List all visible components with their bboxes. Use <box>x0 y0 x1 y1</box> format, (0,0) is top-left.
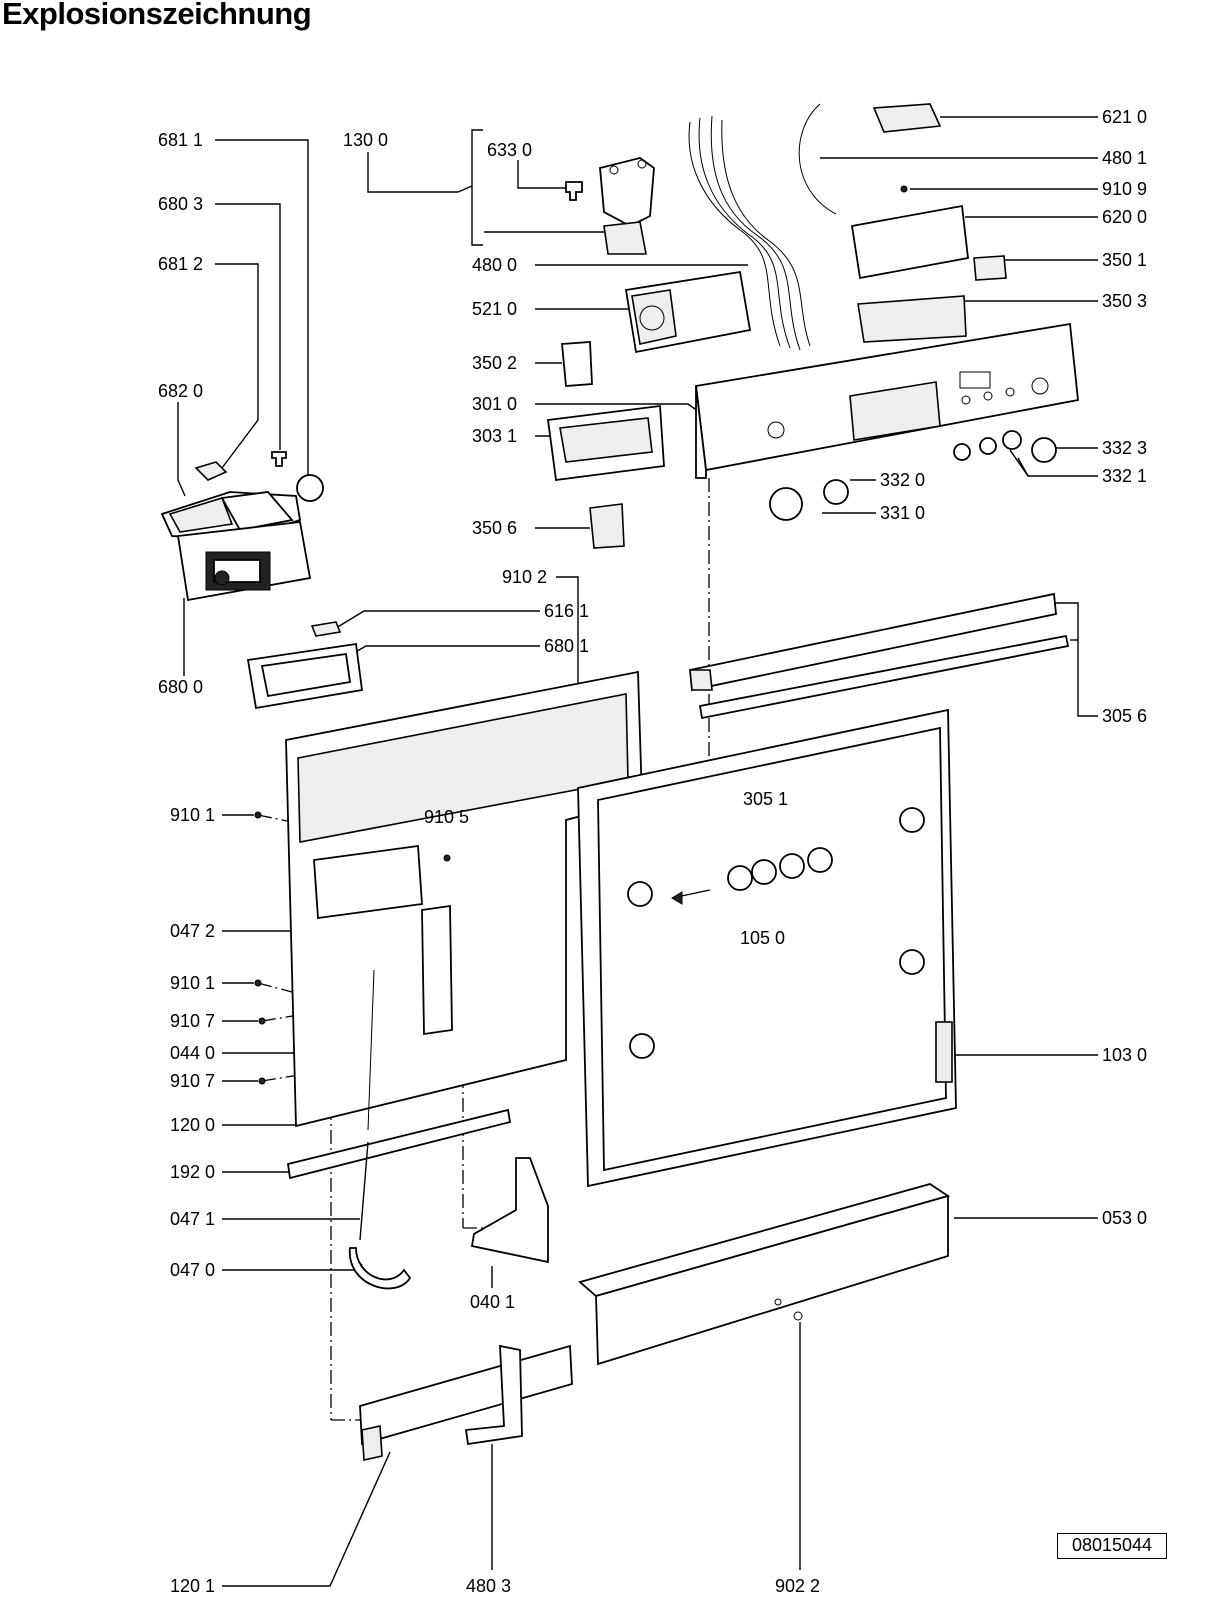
part-521-0-board <box>624 270 752 354</box>
label-350-6: 350 6 <box>472 518 517 538</box>
label-480-1: 480 1 <box>1102 148 1147 168</box>
label-681-2: 681 2 <box>158 254 203 274</box>
part-331-0-knob <box>769 487 803 521</box>
part-053-0-kickplate <box>578 1183 951 1366</box>
part-047-0-hinge <box>349 1247 412 1290</box>
label-332-0: 332 0 <box>880 470 925 490</box>
part-350-3 <box>857 295 967 343</box>
label-192-0: 192 0 <box>170 1162 215 1182</box>
part-305-6-rails <box>689 592 1070 720</box>
label-047-1: 047 1 <box>170 1209 215 1229</box>
part-332-1-knob-b <box>979 437 997 455</box>
label-332-3: 332 3 <box>1102 438 1147 458</box>
part-130-0-lock <box>599 157 655 255</box>
part-680-0-dispenser <box>160 491 312 602</box>
part-910-1-screw-b <box>254 979 262 987</box>
part-480-3-bracket <box>464 1344 523 1446</box>
label-910-1-b: 910 1 <box>170 973 215 993</box>
label-910-9: 910 9 <box>1102 179 1147 199</box>
label-350-1: 350 1 <box>1102 250 1147 270</box>
label-350-2: 350 2 <box>472 353 517 373</box>
label-120-1: 120 1 <box>170 1576 215 1596</box>
label-105-0: 105 0 <box>740 928 785 948</box>
label-103-0: 103 0 <box>1102 1045 1147 1065</box>
part-labels: 681 1 130 0 633 0 680 3 681 2 480 0 521 … <box>158 107 1147 1596</box>
part-044-0-spring <box>367 969 375 1131</box>
part-103-0-outer-door <box>577 708 957 1188</box>
part-680-3-clip <box>271 451 287 467</box>
label-047-0: 047 0 <box>170 1260 215 1280</box>
document-number: 08015044 <box>1057 1533 1167 1559</box>
label-480-0: 480 0 <box>472 255 517 275</box>
label-301-0: 301 0 <box>472 394 517 414</box>
label-680-3: 680 3 <box>158 194 203 214</box>
part-680-1-gasket <box>246 642 364 710</box>
part-910-7-screw-a <box>258 1017 266 1025</box>
part-480-0-wiring <box>688 115 811 351</box>
part-621-0 <box>872 103 942 133</box>
label-910-1-a: 910 1 <box>170 805 215 825</box>
part-480-1-cable <box>798 103 837 215</box>
part-620-0-bracket <box>850 204 969 280</box>
label-480-3: 480 3 <box>466 1576 511 1596</box>
part-332-1-knob-a <box>953 443 971 461</box>
part-681-1-cap <box>296 474 324 502</box>
label-331-0: 331 0 <box>880 503 925 523</box>
part-040-1-bracket <box>470 1157 549 1264</box>
part-332-3-knob <box>1031 437 1057 463</box>
label-682-0: 682 0 <box>158 381 203 401</box>
label-053-0: 053 0 <box>1102 1208 1147 1228</box>
label-305-6: 305 6 <box>1102 706 1147 726</box>
label-303-1: 303 1 <box>472 426 517 446</box>
part-350-1 <box>973 255 1007 281</box>
part-120-0-inner-door <box>285 670 643 1128</box>
label-910-5: 910 5 <box>424 807 469 827</box>
label-902-2: 902 2 <box>775 1576 820 1596</box>
part-633-0 <box>565 181 583 201</box>
part-303-1-handle <box>546 404 665 482</box>
label-044-0: 044 0 <box>170 1043 215 1063</box>
part-301-0-control-panel <box>695 322 1079 479</box>
label-680-0: 680 0 <box>158 677 203 697</box>
label-350-3: 350 3 <box>1102 291 1147 311</box>
part-910-7-screw-b <box>258 1077 266 1085</box>
part-192-0-strip <box>286 1108 512 1180</box>
label-130-0: 130 0 <box>343 130 388 150</box>
part-350-2 <box>561 341 593 387</box>
label-616-1: 616 1 <box>544 601 589 621</box>
page-title: Explosionszeichnung <box>2 0 312 31</box>
part-910-5-screw <box>443 854 451 862</box>
part-910-9-screw <box>900 185 908 193</box>
label-620-0: 620 0 <box>1102 207 1147 227</box>
part-332-0-knob <box>823 479 849 505</box>
label-332-1: 332 1 <box>1102 466 1147 486</box>
part-350-6 <box>589 503 625 549</box>
label-681-1: 681 1 <box>158 130 203 150</box>
label-621-0: 621 0 <box>1102 107 1147 127</box>
label-680-1: 680 1 <box>544 636 589 656</box>
part-120-1-lower-panel <box>359 1344 573 1461</box>
part-910-1-screw-a <box>254 811 262 819</box>
label-047-2: 047 2 <box>170 921 215 941</box>
label-910-7-a: 910 7 <box>170 1011 215 1031</box>
part-616-1 <box>310 621 342 637</box>
label-910-7-b: 910 7 <box>170 1071 215 1091</box>
part-332-1-knob-c <box>1002 430 1022 450</box>
part-047-1-rod <box>359 1141 369 1241</box>
part-681-2-lever <box>194 461 228 481</box>
label-040-1: 040 1 <box>470 1292 515 1312</box>
label-120-0: 120 0 <box>170 1115 215 1135</box>
label-305-1: 305 1 <box>743 789 788 809</box>
parts <box>160 103 1079 1461</box>
label-633-0: 633 0 <box>487 140 532 160</box>
label-910-2: 910 2 <box>502 567 547 587</box>
part-902-2-screw <box>793 1311 803 1321</box>
label-521-0: 521 0 <box>472 299 517 319</box>
